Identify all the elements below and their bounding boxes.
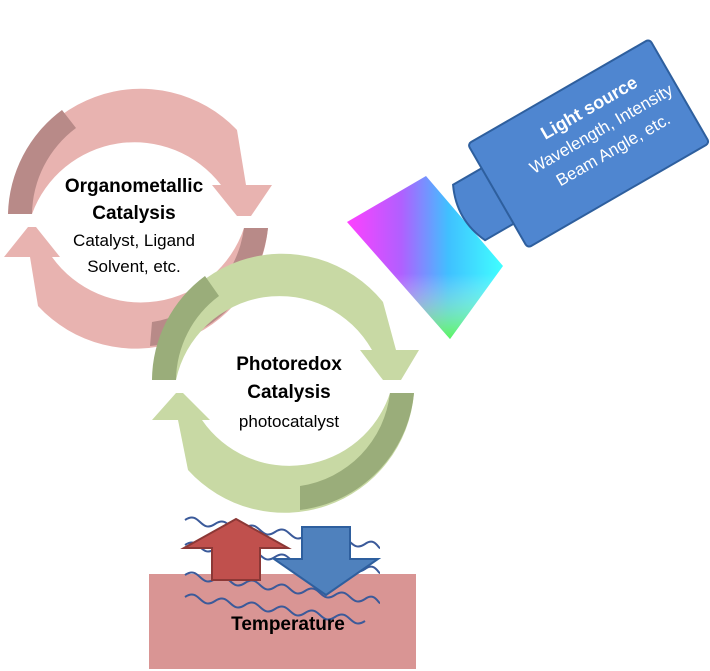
photoredox-arrow-bottom-dark bbox=[300, 393, 414, 510]
flashlight-body bbox=[468, 39, 710, 248]
temperature-plate bbox=[149, 574, 416, 669]
organometallic-arrow-top bbox=[8, 88, 272, 216]
photoredox-detail-line1: photocatalyst bbox=[239, 412, 339, 431]
organometallic-title-line1: Organometallic bbox=[65, 176, 204, 197]
light-source: Light source Wavelength, Intensity Beam … bbox=[347, 39, 710, 339]
photoredox-labels: Photoredox Catalysis photocatalyst bbox=[236, 354, 342, 431]
organometallic-labels: Organometallic Catalysis Catalyst, Ligan… bbox=[65, 176, 204, 276]
flashlight-head bbox=[452, 165, 517, 242]
organometallic-title-line2: Catalysis bbox=[92, 203, 175, 224]
organometallic-arrow-top-dark bbox=[8, 110, 76, 214]
temperature-label: Temperature bbox=[231, 614, 345, 635]
photoredox-arrow-top bbox=[152, 253, 419, 380]
temperature-down-arrow bbox=[270, 526, 382, 597]
light-beam-green-tint bbox=[347, 176, 503, 339]
temperature-up-arrow bbox=[180, 517, 292, 581]
organometallic-detail-line2: Solvent, etc. bbox=[87, 257, 181, 276]
photoredox-cycle bbox=[152, 253, 419, 513]
photoredox-arrow-top-dark bbox=[152, 276, 219, 380]
organometallic-detail-line1: Catalyst, Ligand bbox=[73, 231, 195, 250]
photoredox-title-line2: Catalysis bbox=[247, 382, 330, 403]
temperature-block: Temperature bbox=[149, 516, 416, 669]
photoredox-title-line1: Photoredox bbox=[236, 354, 342, 375]
